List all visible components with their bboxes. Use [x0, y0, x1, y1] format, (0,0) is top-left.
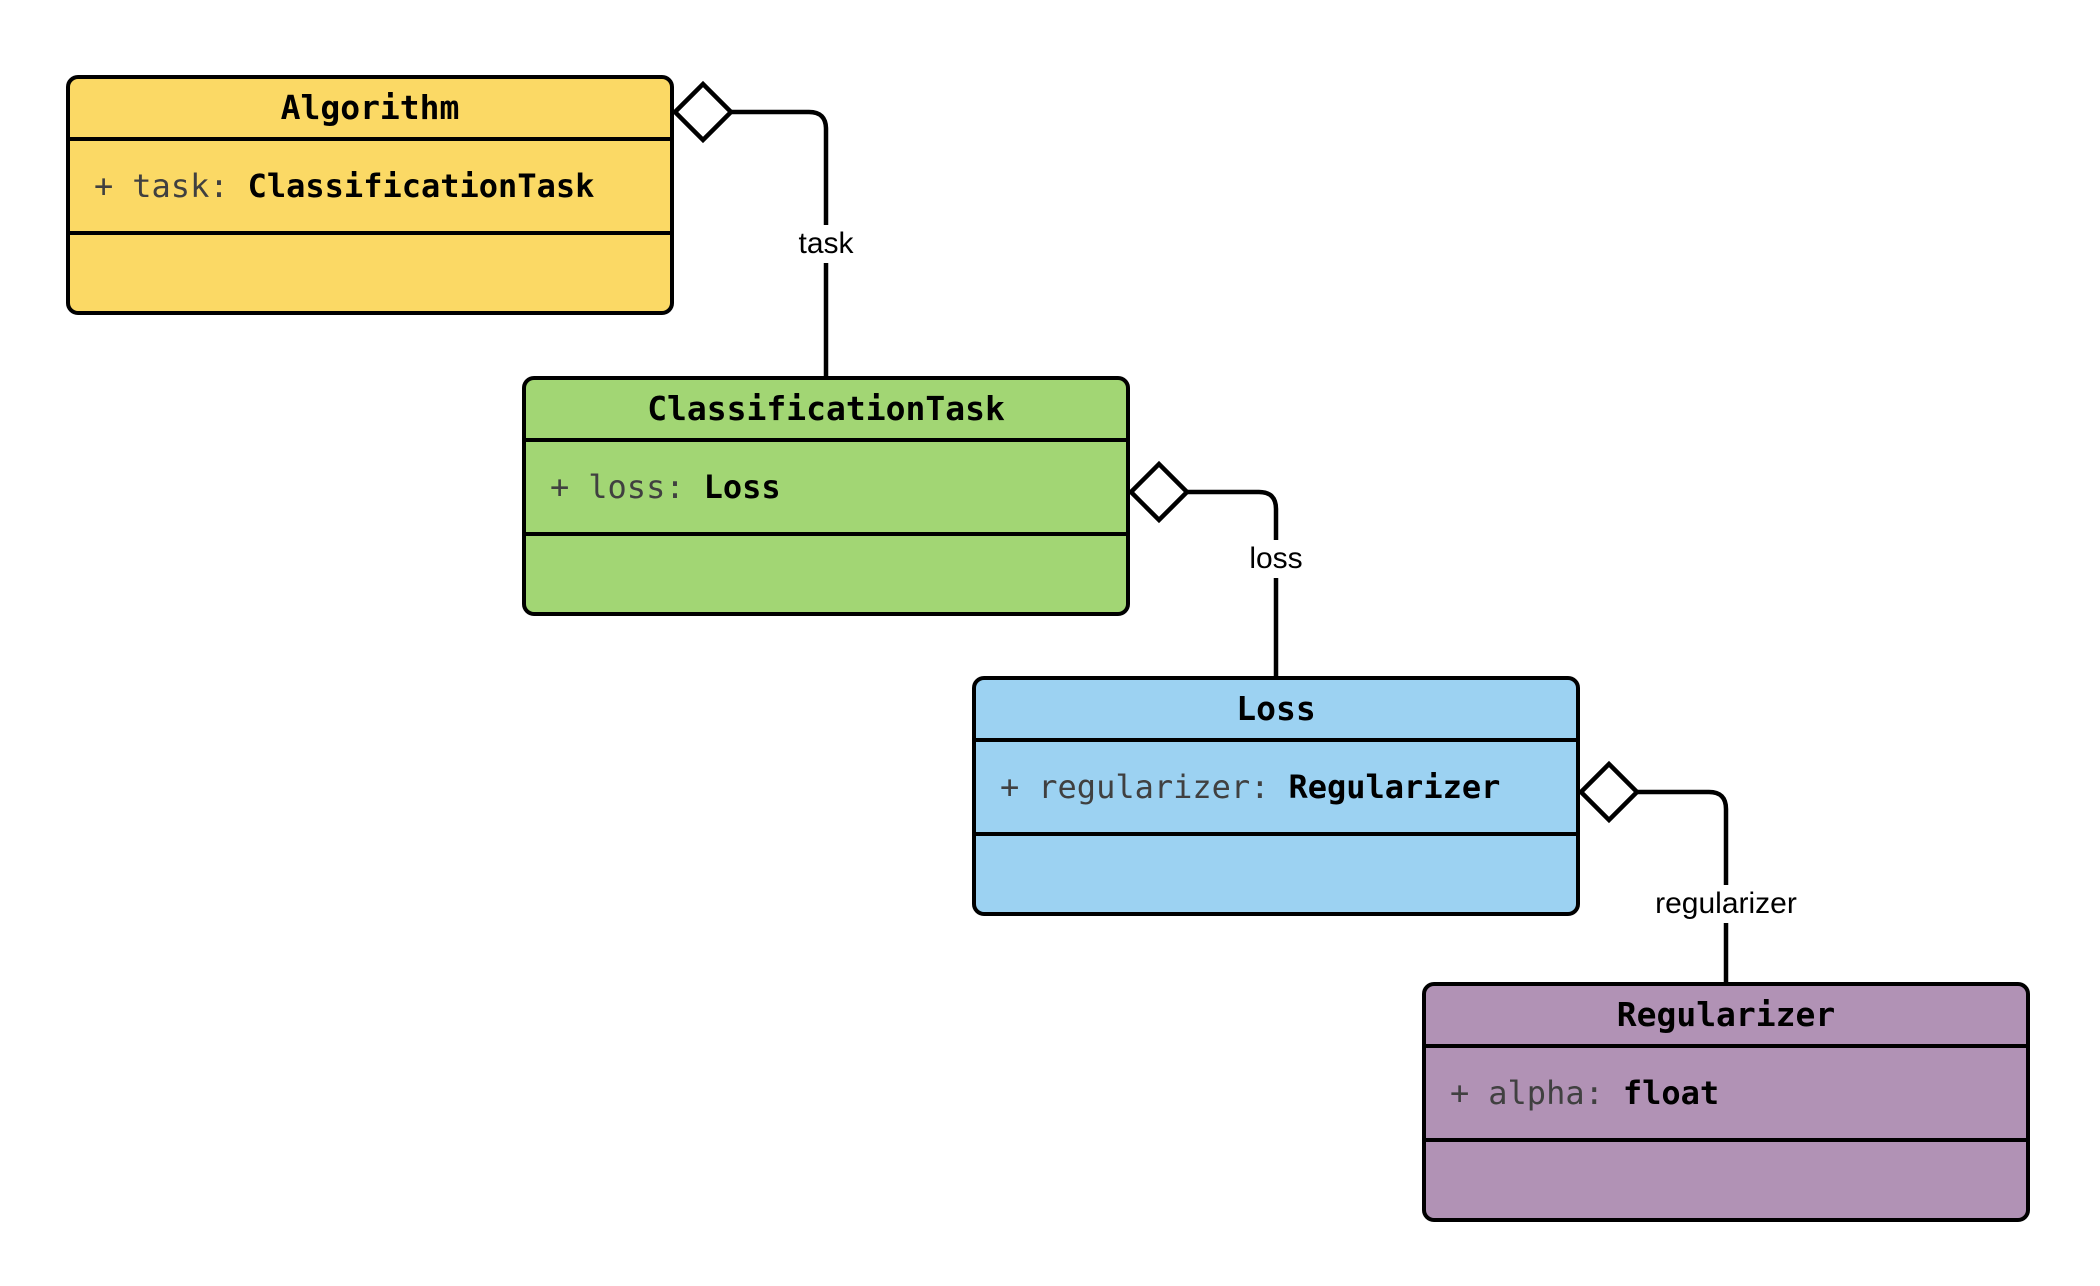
attribute-row: + alpha: float	[1450, 1074, 1719, 1112]
aggregation-diamond-icon	[671, 80, 735, 144]
attribute-type: ClassificationTask	[247, 167, 595, 205]
class-attributes: + regularizer: Regularizer	[976, 742, 1576, 836]
attribute-type: float	[1622, 1074, 1720, 1112]
relation-label-task: task	[790, 225, 862, 263]
attribute-visibility: +	[550, 468, 570, 506]
aggregation-diamond-icon	[1577, 760, 1641, 824]
relation-line	[731, 109, 829, 376]
attribute-visibility: +	[1450, 1074, 1470, 1112]
relation-label-regularizer: regularizer	[1647, 885, 1805, 923]
attribute-name: loss	[588, 468, 666, 506]
class-box-loss: Loss + regularizer: Regularizer	[972, 676, 1580, 916]
attribute-row: + task: ClassificationTask	[94, 167, 594, 205]
class-box-regularizer: Regularizer + alpha: float	[1422, 982, 2030, 1222]
attribute-row: + regularizer: Regularizer	[1000, 768, 1500, 806]
relation-regularizer	[1577, 760, 1729, 982]
relation-task	[671, 80, 829, 376]
attribute-separator: :	[665, 468, 685, 506]
attribute-visibility: +	[1000, 768, 1020, 806]
relation-line	[1637, 789, 1729, 982]
attribute-separator: :	[209, 167, 229, 205]
attribute-visibility: +	[94, 167, 114, 205]
relation-label-loss: loss	[1241, 540, 1311, 578]
class-attributes: + loss: Loss	[526, 442, 1126, 536]
class-box-algorithm: Algorithm + task: ClassificationTask	[66, 75, 674, 315]
class-title: Algorithm	[70, 79, 670, 141]
class-attributes: + alpha: float	[1426, 1048, 2026, 1142]
class-box-classificationtask: ClassificationTask + loss: Loss	[522, 376, 1130, 616]
aggregation-diamond-icon	[1127, 460, 1191, 524]
attribute-separator: :	[1584, 1074, 1604, 1112]
class-attributes: + task: ClassificationTask	[70, 141, 670, 235]
attribute-name: task	[132, 167, 210, 205]
attribute-row: + loss: Loss	[550, 468, 781, 506]
relation-line	[1187, 489, 1279, 676]
class-title: ClassificationTask	[526, 380, 1126, 442]
attribute-type: Regularizer	[1288, 768, 1501, 806]
attribute-type: Loss	[703, 468, 781, 506]
attribute-name: regularizer	[1038, 768, 1251, 806]
attribute-name: alpha	[1488, 1074, 1585, 1112]
relation-loss	[1127, 460, 1279, 676]
class-title: Loss	[976, 680, 1576, 742]
class-title: Regularizer	[1426, 986, 2026, 1048]
attribute-separator: :	[1250, 768, 1270, 806]
